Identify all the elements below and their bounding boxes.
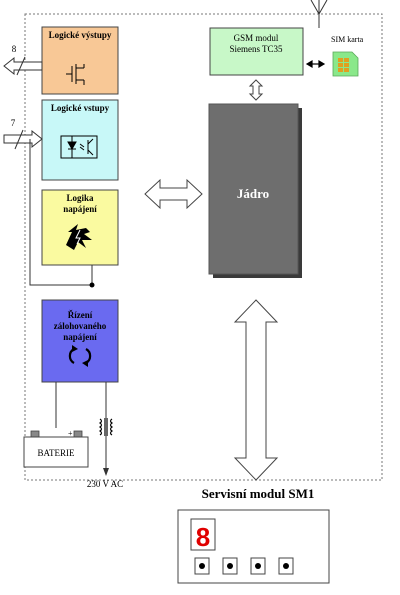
- gsm-module-title-line1: GSM modul: [234, 33, 279, 43]
- power-logic-title-line2: napájení: [63, 204, 97, 214]
- bus-arrow-vertical: [233, 299, 279, 481]
- gsm-core-arrow: [248, 79, 264, 101]
- device-outline: [24, 13, 383, 481]
- core-block: [208, 103, 299, 275]
- logic-outputs-title: Logické výstupy: [49, 30, 112, 40]
- power-wires: [55, 382, 107, 470]
- outputs-count: 8: [12, 44, 17, 54]
- backup-control-block: [41, 299, 119, 383]
- lightning-bolt-icon: [75, 229, 81, 245]
- service-module-title: Servisní modul SM1: [202, 486, 315, 501]
- service-button-2[interactable]: [222, 557, 238, 575]
- sim-label: SIM karta: [331, 35, 364, 44]
- ac-arrow-icon: [103, 468, 109, 476]
- battery-block: [23, 436, 89, 468]
- logic-inputs-title: Logické vstupy: [51, 103, 110, 113]
- transformer-icon: [98, 418, 114, 436]
- battery-terminal-minus: [30, 430, 40, 438]
- battery-plus-sign: +: [68, 429, 73, 438]
- sim-link-arrow-icon: [305, 59, 326, 69]
- service-button-3[interactable]: [250, 557, 266, 575]
- backup-control-title-line1: Řízení: [68, 310, 93, 320]
- gsm-module-title-line2: Siemens TC35: [229, 44, 283, 54]
- service-display-digit: 8: [196, 522, 210, 552]
- mosfet-icon: [66, 64, 85, 85]
- outputs-arrow-icon: [3, 56, 43, 76]
- backup-control-title-line2: zálohovaného: [54, 321, 107, 331]
- optocoupler-icon: [60, 135, 98, 159]
- service-button-4[interactable]: [278, 557, 294, 575]
- power-logic-title-line1: Logika: [66, 193, 94, 203]
- backup-control-title-line3: napájení: [63, 332, 97, 342]
- service-display: [190, 518, 216, 551]
- inputs-arrow-icon: [3, 129, 43, 150]
- bus-arrow-horizontal: [144, 178, 203, 210]
- battery-label: BATERIE: [38, 448, 76, 458]
- junction-dot: [89, 282, 95, 288]
- core-title: Jádro: [237, 186, 269, 201]
- feedback-wire: [29, 139, 93, 286]
- antenna-icon: [310, 0, 328, 28]
- cycle-arrow-icon-1: [72, 345, 78, 352]
- ac-label: 230 V AC: [87, 479, 123, 489]
- logic-inputs-block: [41, 99, 119, 181]
- service-button-1[interactable]: [194, 557, 210, 575]
- logic-outputs-block: [41, 26, 119, 95]
- lightning-icon: [66, 224, 92, 250]
- gsm-module-block: [209, 27, 304, 76]
- battery-terminal-plus: [73, 430, 83, 438]
- sim-chip-icon: [338, 58, 349, 72]
- cycle-arrow-icon-2: [82, 360, 88, 367]
- power-logic-block: [41, 189, 119, 266]
- inputs-count: 7: [11, 118, 16, 128]
